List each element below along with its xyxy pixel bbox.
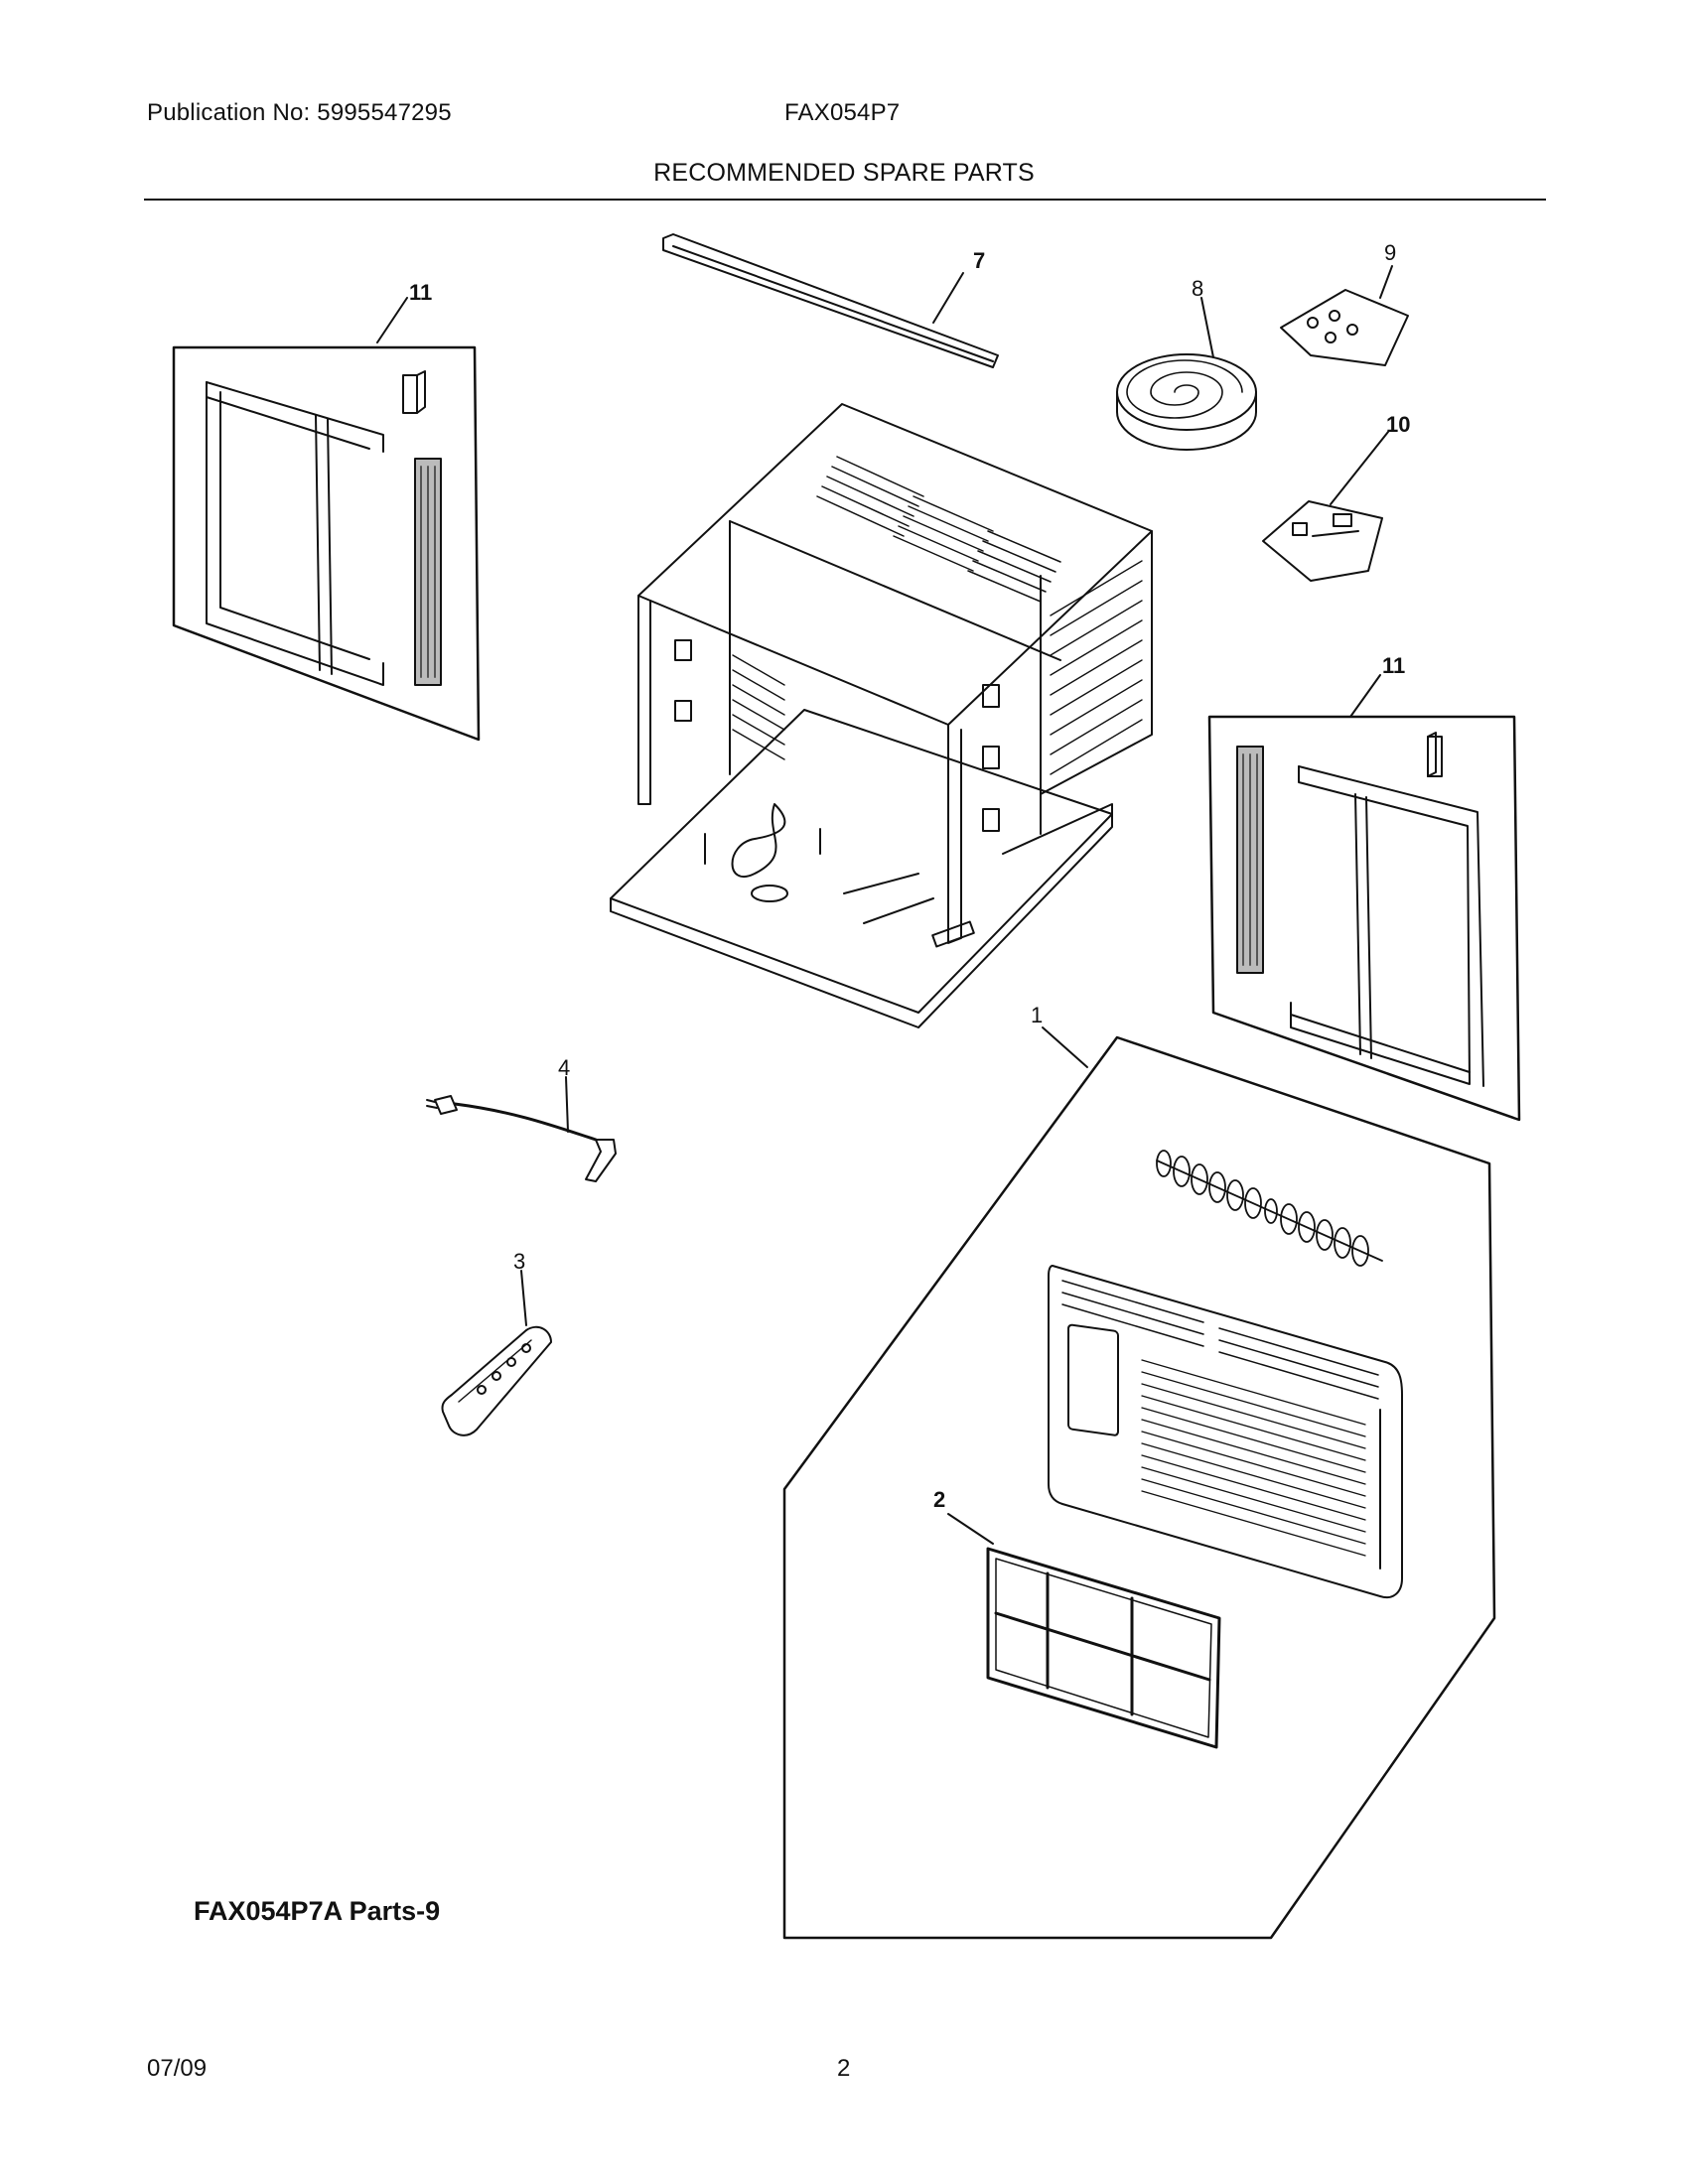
callout-9: 9 <box>1384 240 1396 265</box>
leader-11-left <box>376 297 408 343</box>
leader-8 <box>1200 297 1214 358</box>
foam-tape-coil <box>1116 353 1257 451</box>
callout-10: 10 <box>1386 412 1410 437</box>
leader-11-right <box>1349 674 1381 718</box>
callout-1: 1 <box>1031 1003 1043 1027</box>
page-title: RECOMMENDED SPARE PARTS <box>653 159 1035 187</box>
model-number: FAX054P7 <box>784 99 901 126</box>
callout-7: 7 <box>973 248 985 273</box>
callout-8: 8 <box>1192 276 1203 301</box>
callout-4: 4 <box>558 1055 570 1080</box>
window-frame-kit-left <box>172 345 481 742</box>
leader-4 <box>565 1076 569 1133</box>
leader-10 <box>1330 431 1389 505</box>
cabinet-assembly <box>610 403 1153 1028</box>
screw-bag <box>1280 289 1409 366</box>
leader-2 <box>947 1513 994 1545</box>
leader-1 <box>1042 1026 1088 1068</box>
header-divider <box>144 199 1546 201</box>
remote-control <box>441 1325 552 1436</box>
callout-2: 2 <box>933 1487 945 1512</box>
leader-7 <box>932 272 964 324</box>
front-panel-assembly <box>782 1035 1496 1940</box>
leader-9 <box>1379 265 1393 299</box>
callout-11-right: 11 <box>1382 653 1405 678</box>
footer-date: 07/09 <box>147 2055 208 2082</box>
diagram-caption: FAX054P7A Parts-9 <box>194 1896 441 1926</box>
callout-11-left: 11 <box>409 280 432 305</box>
leader-3 <box>520 1270 527 1326</box>
power-cord <box>426 1095 617 1182</box>
callout-3: 3 <box>513 1249 525 1274</box>
top-rail <box>662 233 999 368</box>
small-parts-bag <box>1262 500 1383 582</box>
air-filter <box>986 1547 1221 1749</box>
window-frame-kit-right <box>1207 715 1521 1122</box>
page-number: 2 <box>837 2055 851 2082</box>
publication-number: Publication No: 5995547295 <box>147 99 452 126</box>
